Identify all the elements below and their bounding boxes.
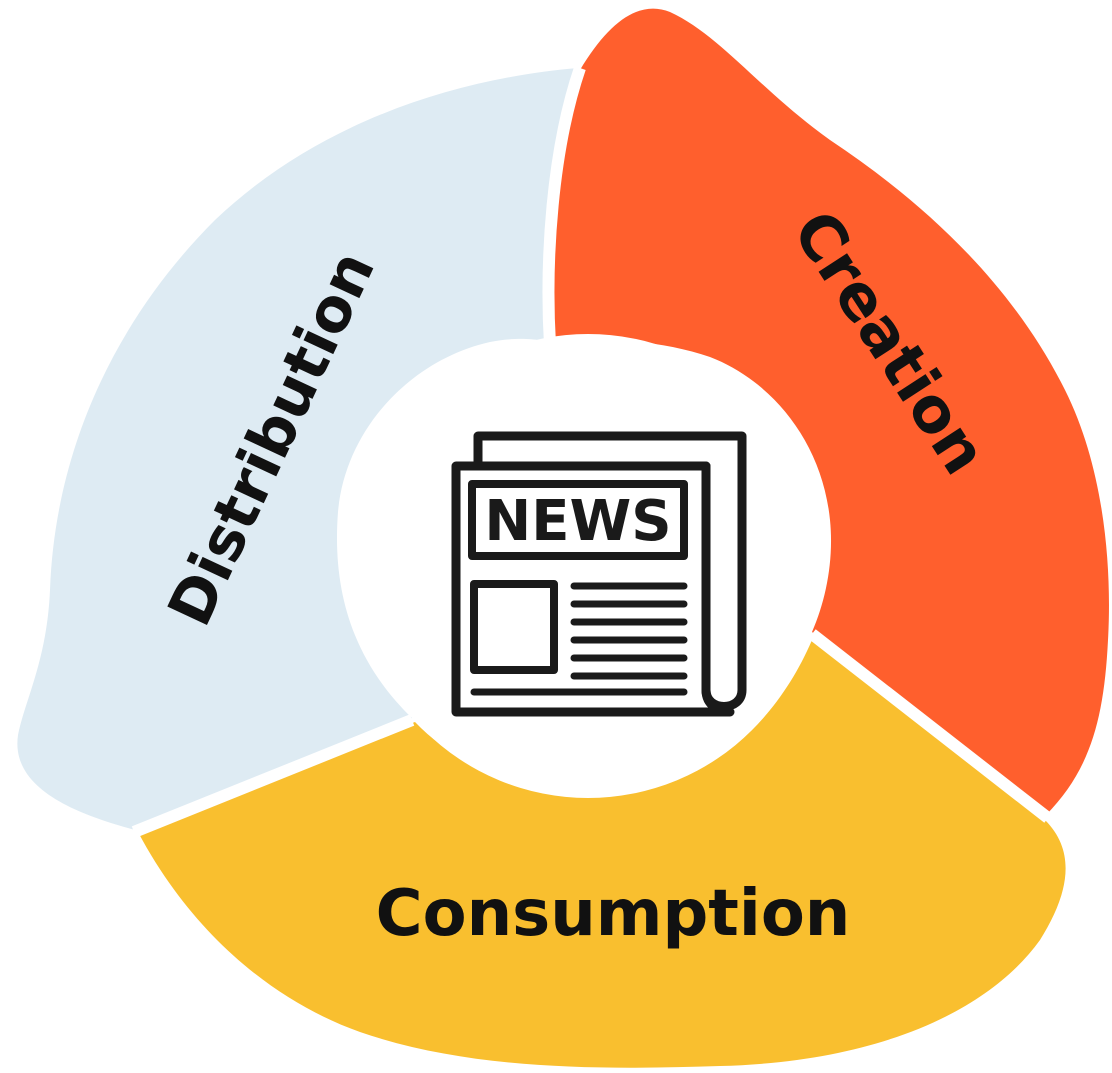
divider-line — [808, 629, 1052, 823]
center-circle — [356, 334, 820, 798]
segment-creation — [549, 8, 1109, 816]
divider-line — [131, 714, 415, 838]
label-consumption: Consumption — [376, 877, 851, 951]
divider-line — [542, 66, 586, 346]
newspaper-icon — [451, 431, 747, 717]
segment-distribution — [17, 68, 578, 830]
segment-consumption — [138, 640, 1066, 1068]
newspaper-headline-text: NEWS — [484, 489, 671, 554]
